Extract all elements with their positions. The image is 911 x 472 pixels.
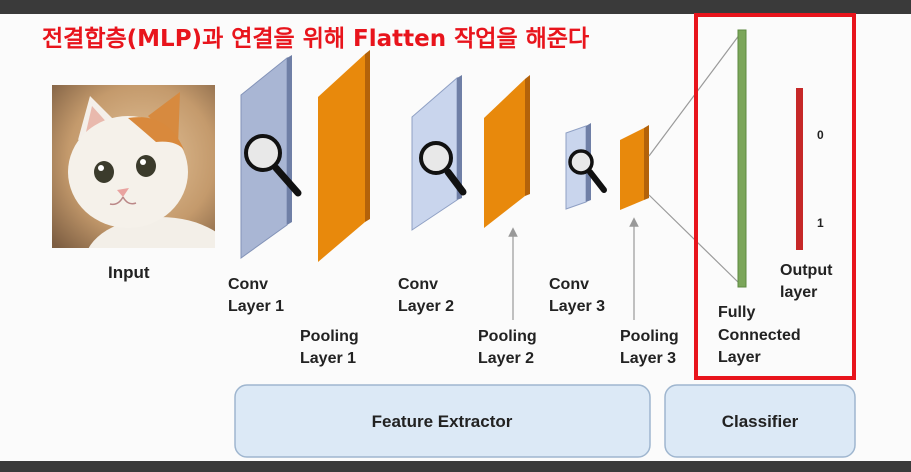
- classifier-label: Classifier: [722, 412, 799, 431]
- conv-layer-1-label: Conv Layer 1: [228, 276, 284, 315]
- pooling-layer-2: [484, 75, 530, 228]
- fully-connected-layer: [738, 30, 746, 287]
- classifier-highlight-box: [696, 15, 854, 378]
- feature-extractor-label: Feature Extractor: [372, 412, 513, 431]
- conv-layer-2-label: Conv Layer 2: [398, 276, 454, 315]
- pooling-layer-1: [318, 50, 370, 262]
- classifier-section: Classifier: [665, 385, 855, 457]
- fully-connected-label: Fully Connected Layer: [718, 304, 805, 366]
- pooling-layer-3: [620, 125, 649, 210]
- output-layer: [796, 88, 803, 250]
- input-label: Input: [108, 263, 150, 282]
- top-frame-bar: [0, 0, 911, 14]
- feature-extractor-section: Feature Extractor: [235, 385, 650, 457]
- output-unit-0: 0: [817, 128, 824, 142]
- output-unit-1: 1: [817, 216, 824, 230]
- bottom-frame-bar: [0, 461, 911, 472]
- output-layer-label: Output layer: [780, 262, 837, 301]
- pooling-layer-3-label: Pooling Layer 3: [620, 328, 683, 367]
- pooling-layer-1-label: Pooling Layer 1: [300, 328, 363, 367]
- conv-layer-3-label: Conv Layer 3: [549, 276, 605, 315]
- slide-title: 전결합층(MLP)과 연결을 위해 Flatten 작업을 해준다: [42, 26, 589, 52]
- pooling-layer-2-label: Pooling Layer 2: [478, 328, 541, 367]
